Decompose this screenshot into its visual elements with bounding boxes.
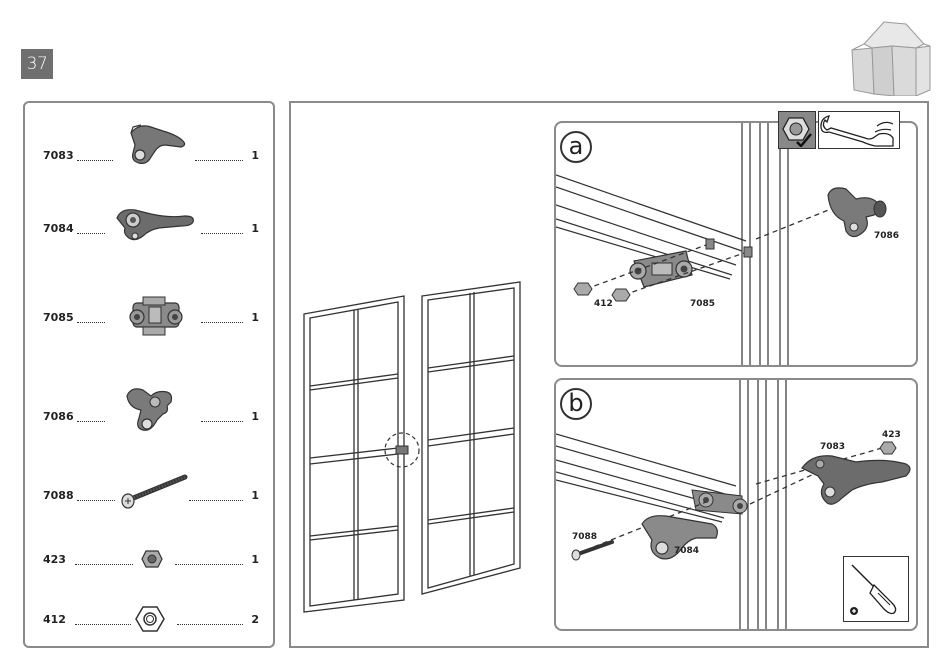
part-code: 7086: [43, 410, 74, 423]
nut-check-icon: [778, 111, 816, 149]
step-number-badge: 37: [21, 49, 53, 79]
latch-hook-icon: [121, 123, 191, 169]
label-423: 423: [882, 430, 901, 440]
part-code: 423: [43, 553, 66, 566]
label-7088: 7088: [572, 532, 597, 542]
bolt-icon: [117, 473, 189, 511]
latch-receiver-icon: [121, 382, 185, 438]
part-code: 7084: [43, 222, 74, 235]
part-row-7083: 7083 1: [25, 129, 277, 169]
part-row-7084: 7084 1: [25, 202, 277, 242]
hex-nut-icon: [135, 605, 165, 633]
label-7086: 7086: [874, 231, 899, 241]
part-qty: 1: [251, 311, 259, 324]
part-row-7086: 7086 1: [25, 390, 277, 430]
part-qty: 1: [251, 489, 259, 502]
latch-hook-7083: [802, 456, 910, 505]
part-code: 7083: [43, 149, 74, 162]
part-code: 7085: [43, 311, 74, 324]
label-7085: 7085: [690, 299, 715, 309]
part-qty: 1: [251, 149, 259, 162]
part-row-423: 423 1: [25, 537, 277, 577]
screwdriver-icon: [843, 556, 909, 622]
part-row-7085: 7085 1: [25, 291, 277, 331]
bracket-plate-icon: [125, 293, 187, 339]
latch-handle-icon: [111, 204, 197, 244]
part-qty: 1: [251, 410, 259, 423]
part-qty: 1: [251, 553, 259, 566]
part-qty: 1: [251, 222, 259, 235]
cap-nut-icon: [141, 549, 163, 569]
label-7084: 7084: [674, 546, 699, 556]
door-pair-illustration: [298, 278, 528, 618]
part-qty: 2: [251, 613, 259, 626]
greenhouse-thumbnail-icon: [844, 16, 934, 96]
detail-a: a: [554, 121, 918, 367]
latch-receiver-7086: [828, 188, 886, 237]
label-7083: 7083: [820, 442, 845, 452]
part-code: 412: [43, 613, 66, 626]
label-412: 412: [594, 299, 613, 309]
part-code: 7088: [43, 489, 74, 502]
parts-list-panel: 7083 1 7084 1 7085: [23, 101, 275, 648]
part-row-7088: 7088 1: [25, 475, 277, 515]
part-row-412: 412 2: [25, 597, 277, 637]
wrench-icon: [818, 111, 900, 149]
